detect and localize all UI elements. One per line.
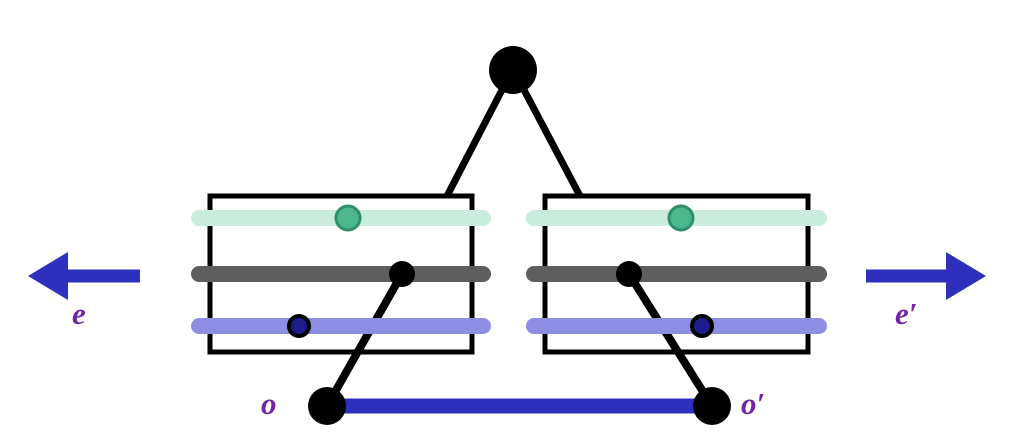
left-event-arrow — [28, 252, 140, 300]
right-event-arrow — [866, 252, 986, 300]
left-observer-label: o — [261, 386, 277, 421]
left-observer-node — [308, 387, 346, 425]
right-worldline — [625, 271, 716, 409]
left-detector-box-green-bar-dot — [334, 204, 362, 232]
left-worldline — [323, 272, 406, 408]
arrows-layer — [28, 252, 986, 300]
source-to-right-box — [519, 86, 584, 198]
right-detector-box-green-bar-dot — [667, 204, 695, 232]
nodes-layer — [287, 46, 731, 425]
source-vertex — [489, 46, 537, 94]
left-detector-box-purple-bar-dot — [287, 314, 311, 338]
source-to-left-box — [443, 86, 507, 198]
right-event-label: e′ — [895, 296, 918, 331]
right-detector-box-gray-bar-dot — [616, 261, 642, 287]
edges-layer — [323, 86, 716, 414]
left-event-label: e — [72, 296, 86, 331]
bars-layer — [191, 210, 827, 334]
right-detector-box-purple-bar-dot — [690, 314, 714, 338]
left-detector-box-gray-bar-dot — [389, 261, 415, 287]
right-observer-label: o′ — [741, 386, 766, 421]
right-observer-node — [693, 387, 731, 425]
